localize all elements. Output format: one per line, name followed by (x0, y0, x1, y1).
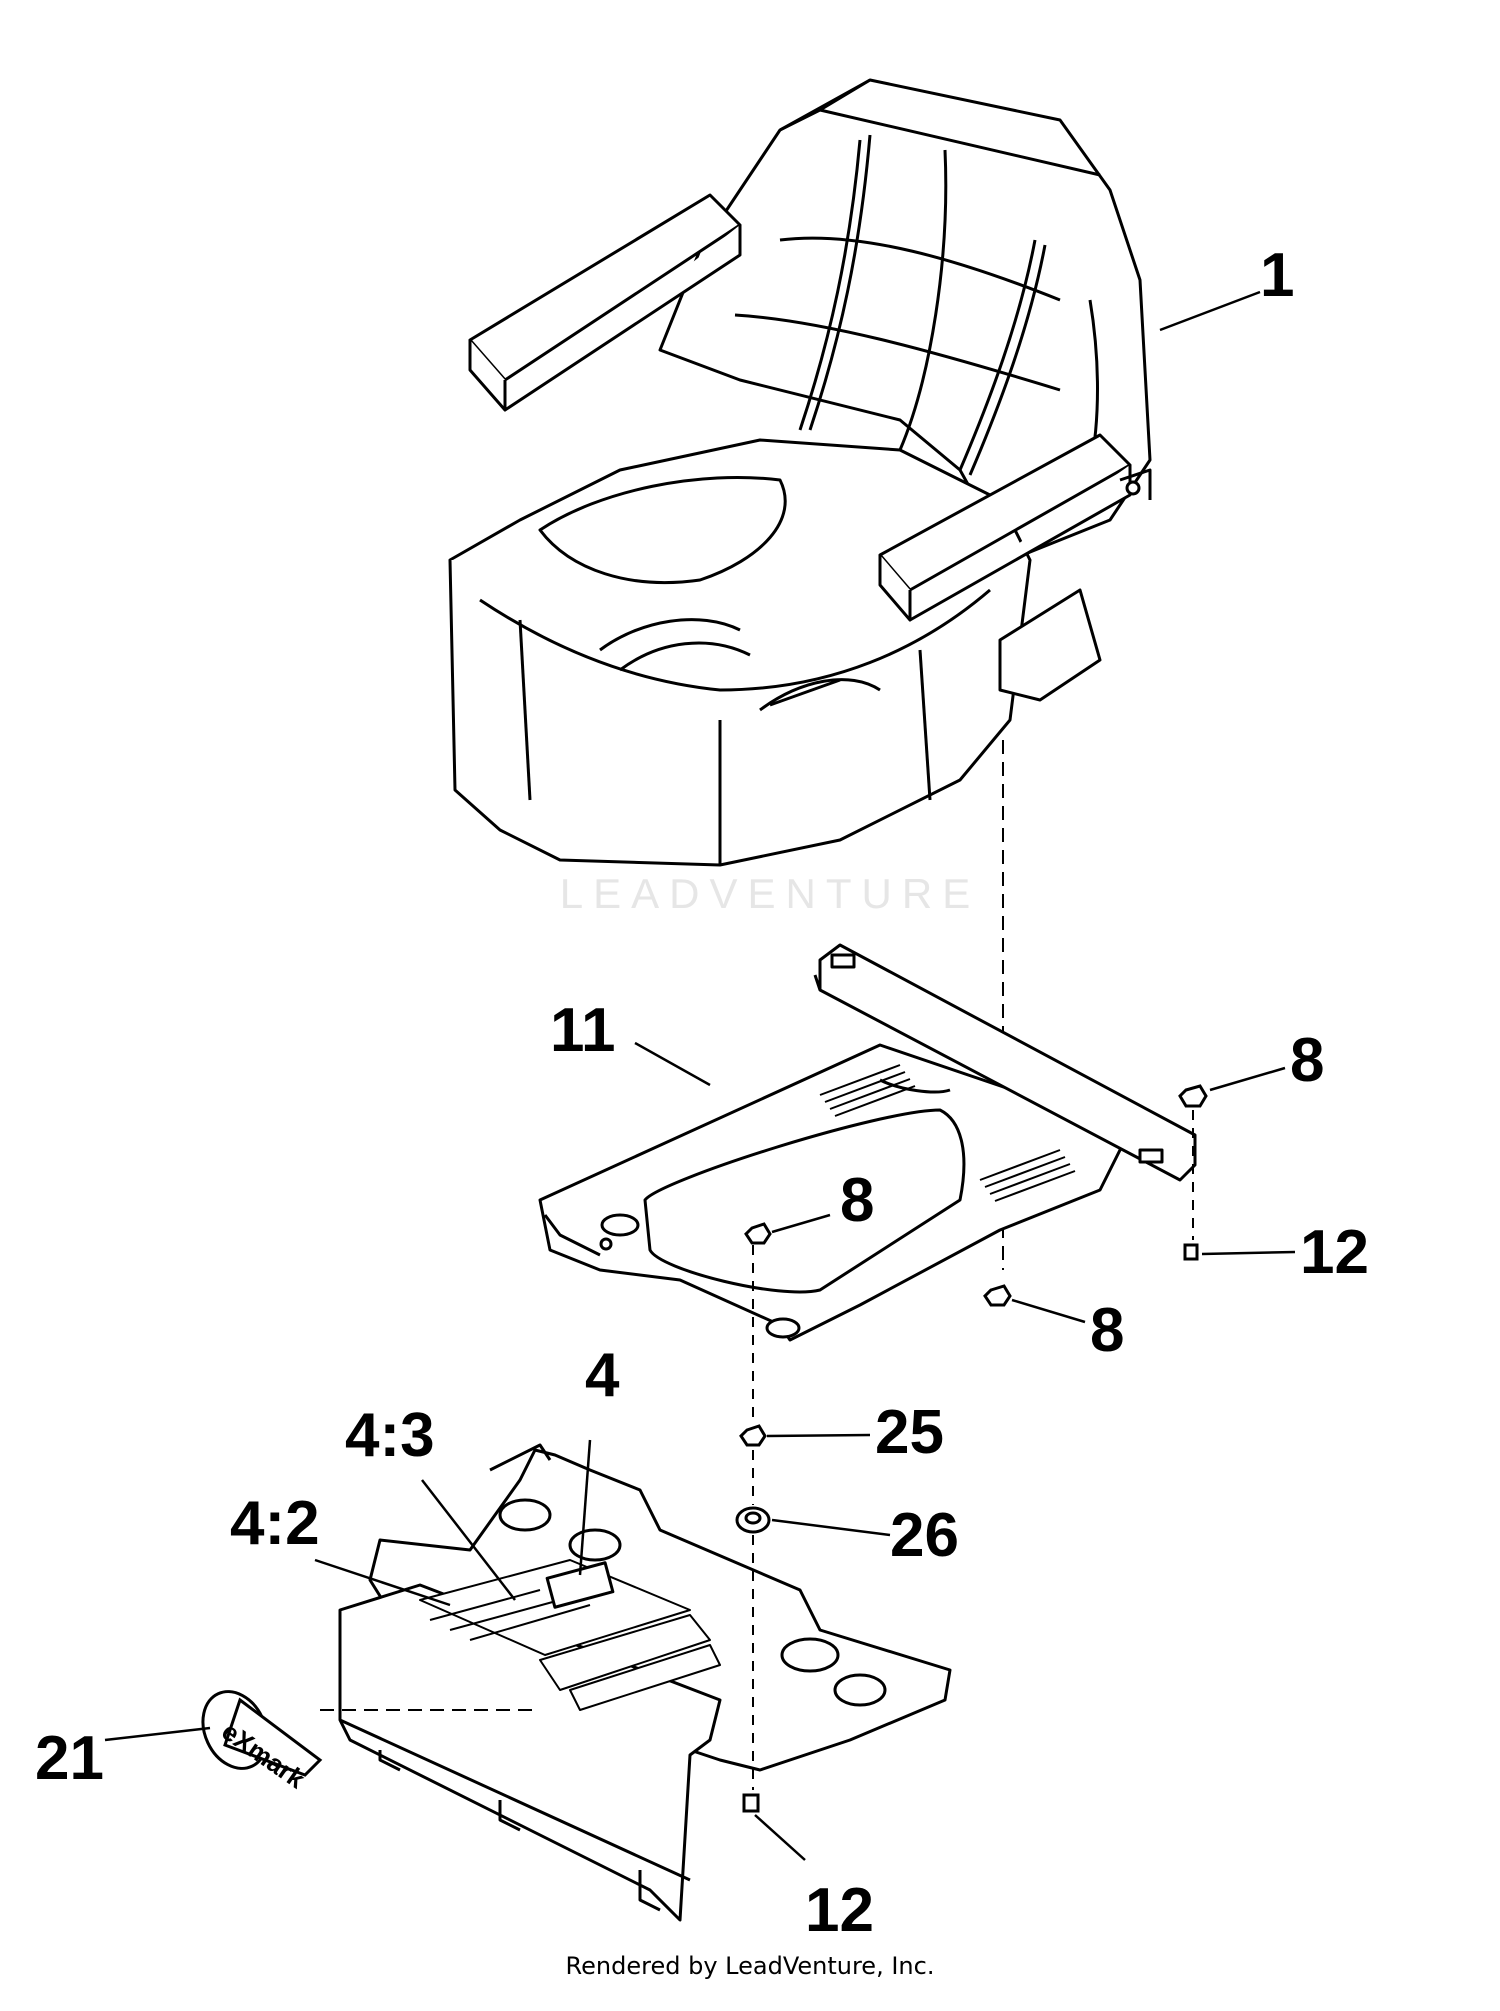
callout-4-2[interactable]: 4:2 (230, 1489, 320, 1558)
leader-lines (104, 290, 1296, 1861)
hardware[interactable] (735, 1084, 1208, 1813)
callout-11[interactable]: 11 (550, 996, 616, 1065)
rendered-by-footer: Rendered by LeadVenture, Inc. (565, 1952, 935, 1980)
watermark: LEADVENTURE (559, 870, 981, 917)
callout-26[interactable]: 26 (890, 1501, 959, 1570)
exmark-badge[interactable]: eXmark (191, 1681, 323, 1795)
callout-21[interactable]: 21 (35, 1724, 104, 1793)
callout-4[interactable]: 4 (585, 1341, 620, 1410)
seat-assembly[interactable] (448, 78, 1152, 867)
nut-8-center (744, 1222, 772, 1245)
bolt-12-bottom (742, 1793, 760, 1813)
callout-1[interactable]: 1 (1260, 241, 1295, 310)
callout-8c[interactable]: 8 (1090, 1296, 1125, 1365)
nut-8-front (983, 1284, 1012, 1307)
seat-pan-plate[interactable] (538, 943, 1197, 1342)
bolt-12-rear (1183, 1243, 1199, 1261)
callout-4-3[interactable]: 4:3 (345, 1401, 435, 1470)
callout-25[interactable]: 25 (875, 1398, 944, 1467)
callout-8a[interactable]: 8 (1290, 1026, 1325, 1095)
callout-12a[interactable]: 12 (1300, 1218, 1369, 1287)
callout-12b[interactable]: 12 (805, 1876, 874, 1945)
washer-25 (739, 1424, 767, 1447)
callout-8b[interactable]: 8 (840, 1166, 875, 1235)
seat-base-plate[interactable] (338, 1443, 952, 1922)
nut-8-rail (1178, 1084, 1208, 1108)
